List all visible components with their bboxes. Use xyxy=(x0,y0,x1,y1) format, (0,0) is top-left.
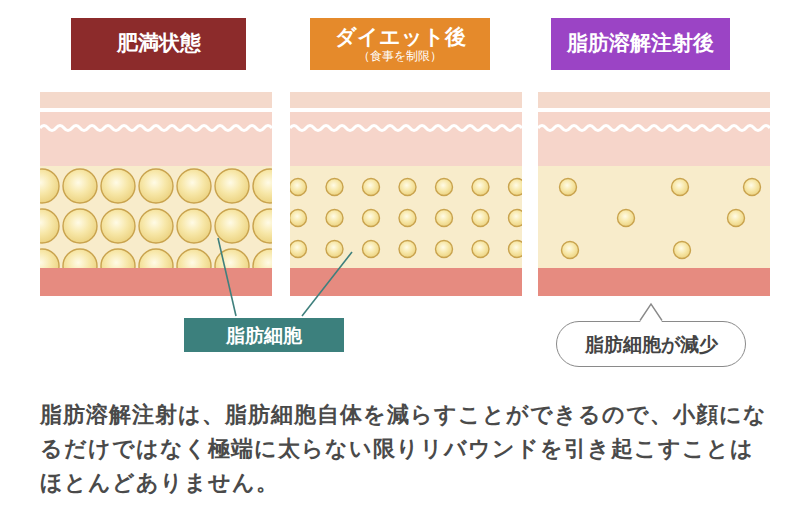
fat-cell xyxy=(672,179,689,196)
fat-cell xyxy=(101,209,135,243)
fat-cell xyxy=(139,249,173,268)
node-subtitle: （食事を制限） xyxy=(358,50,442,63)
fat-cell xyxy=(177,169,211,203)
fat-cell xyxy=(290,210,307,227)
fat-cell xyxy=(253,169,272,203)
fat-cell xyxy=(215,209,249,243)
node-title: ダイエット後 xyxy=(335,25,466,50)
skin-panel xyxy=(538,92,770,296)
fat-cell xyxy=(674,242,691,259)
fat-cell xyxy=(472,210,489,227)
state-header: 肥満状態 xyxy=(71,18,246,70)
fat-cell xyxy=(363,241,380,258)
leader-line xyxy=(218,238,236,316)
fat-cell xyxy=(399,179,416,196)
fat-cell xyxy=(215,169,249,203)
fat-cell xyxy=(472,179,489,196)
fat-cell xyxy=(436,179,453,196)
fat-cell xyxy=(63,209,97,243)
fat-cell xyxy=(436,210,453,227)
fat-cell xyxy=(472,241,489,258)
fat-cell xyxy=(363,179,380,196)
state-header: ダイエット後（食事を制限） xyxy=(310,18,490,70)
fat-cell xyxy=(40,169,59,203)
fat-cell xyxy=(290,241,307,258)
fat-cell xyxy=(139,169,173,203)
fat-cell xyxy=(509,179,523,196)
fat-cell xyxy=(253,249,272,268)
fat-cell xyxy=(326,241,343,258)
fat-cell xyxy=(40,209,59,243)
node-title: 脂肪細胞が減少 xyxy=(585,333,718,356)
fat-cell xyxy=(139,209,173,243)
label-box: 脂肪細胞 xyxy=(184,318,344,352)
fat-cell xyxy=(618,210,635,227)
fat-cell xyxy=(560,179,577,196)
fat-cell xyxy=(290,179,307,196)
fat-cell xyxy=(363,210,380,227)
fat-cell xyxy=(101,169,135,203)
node-title: 脂肪溶解注射後 xyxy=(567,31,714,56)
fat-cell xyxy=(40,249,59,268)
fat-cell xyxy=(744,179,761,196)
caption: 脂肪溶解注射は、脂肪細胞自体を減らすことができるので、小顔になるだけではなく極端… xyxy=(40,398,768,500)
fat-cell xyxy=(509,241,523,258)
fat-cell xyxy=(509,210,523,227)
callout-box: 脂肪細胞が減少 xyxy=(556,321,746,367)
fat-cell xyxy=(215,249,249,268)
node-title: 肥満状態 xyxy=(117,31,201,56)
state-header: 脂肪溶解注射後 xyxy=(551,18,730,70)
fat-cell xyxy=(101,249,135,268)
fat-cell xyxy=(326,210,343,227)
fat-cell xyxy=(399,210,416,227)
fat-cell xyxy=(436,241,453,258)
fat-cell xyxy=(728,210,745,227)
leader-line xyxy=(302,252,352,316)
fat-cell xyxy=(63,249,97,268)
fat-cell xyxy=(326,179,343,196)
fat-cell xyxy=(177,249,211,268)
fat-cell xyxy=(253,209,272,243)
fat-cell xyxy=(63,169,97,203)
skin-panel xyxy=(25,92,287,296)
node-title: 脂肪細胞 xyxy=(226,324,302,347)
fat-cell xyxy=(177,209,211,243)
fat-cell xyxy=(562,242,579,259)
fat-cell xyxy=(399,241,416,258)
skin-panel xyxy=(290,92,526,296)
